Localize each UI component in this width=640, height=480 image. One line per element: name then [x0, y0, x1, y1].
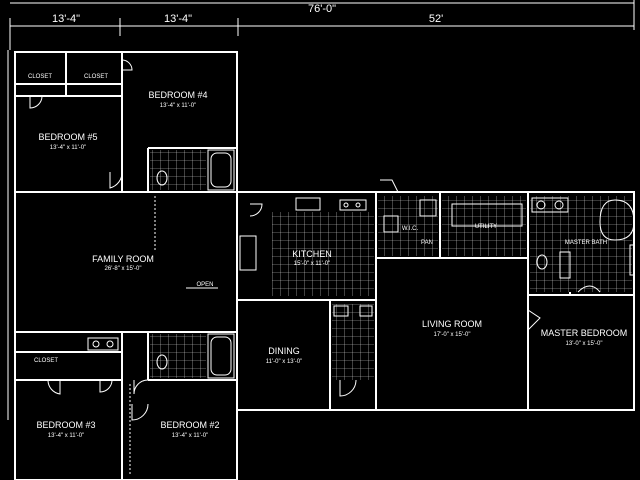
bedroom2-label: BEDROOM #2 — [160, 420, 219, 430]
master-bedroom-size: 13'-0" x 15'-0" — [566, 341, 603, 347]
bedroom4-size: 13'-4" x 11'-0" — [160, 103, 196, 109]
kitchen-size: 15'-0" x 11'-0" — [294, 261, 330, 267]
utility-label: UTILITY — [475, 224, 497, 230]
dining-label: DINING — [268, 346, 300, 356]
left-a-dimension: 13'-4" — [52, 13, 80, 25]
living-room-size: 17'-0" x 15'-0" — [434, 332, 471, 338]
bedroom5-size: 13'-4" x 11'-0" — [50, 145, 86, 151]
pantry-label: PAN — [421, 240, 433, 246]
room-labels: BEDROOM #4 13'-4" x 11'-0" BEDROOM #5 13… — [28, 74, 627, 439]
overall-dimension: 76'-0" — [308, 3, 336, 15]
master-bath-label: MASTER BATH — [565, 240, 607, 246]
living-room-label: LIVING ROOM — [422, 319, 482, 329]
left-b-dimension: 13'-4" — [164, 13, 192, 25]
dimension-lines — [7, 0, 635, 420]
bedroom5-label: BEDROOM #5 — [38, 132, 97, 142]
family-room-label: FAMILY ROOM — [92, 254, 154, 264]
wic-label: W.I.C. — [402, 226, 419, 232]
doors — [29, 59, 601, 421]
right-dimension: 52' — [429, 13, 443, 25]
closet-a-label: CLOSET — [28, 74, 52, 80]
dining-size: 11'-0" x 13'-0" — [266, 359, 302, 365]
bedroom3-size: 13'-4" x 11'-0" — [48, 433, 84, 439]
bedroom2-size: 13'-4" x 11'-0" — [172, 433, 208, 439]
bedroom4-label: BEDROOM #4 — [148, 90, 207, 100]
master-bedroom-label: MASTER BEDROOM — [541, 328, 628, 338]
family-room-size: 26'-8" x 15'-0" — [105, 266, 142, 272]
closet-c-label: CLOSET — [34, 358, 58, 364]
fixtures — [87, 149, 635, 379]
closet-b-label: CLOSET — [84, 74, 108, 80]
closet-dashes — [129, 196, 218, 476]
interior-walls-left — [15, 52, 237, 480]
bedroom3-label: BEDROOM #3 — [36, 420, 95, 430]
fireplace-label: OPEN — [196, 282, 213, 288]
kitchen-label: KITCHEN — [292, 249, 332, 259]
